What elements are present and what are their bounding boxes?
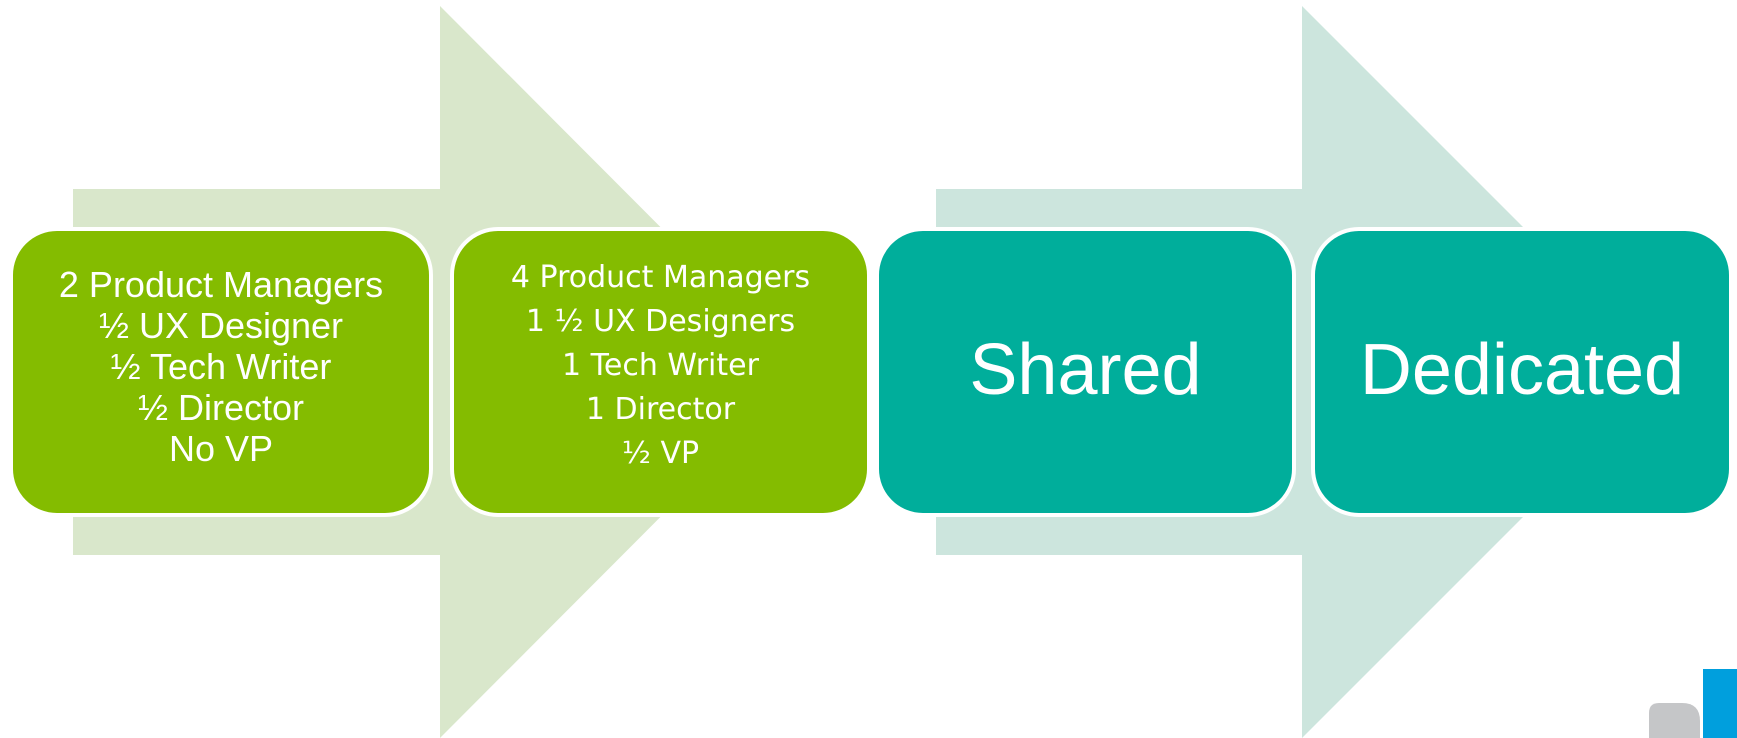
left-arrow-shape xyxy=(73,6,805,738)
stage-box-dedicated: Dedicated xyxy=(1311,227,1733,517)
stage-box-2-line-1: 4 Product Managers xyxy=(510,260,811,295)
logo-icon xyxy=(1649,669,1737,738)
stage-box-1-line-5: No VP xyxy=(168,427,274,469)
stage-box-1-line-4: ½ Director xyxy=(137,386,305,428)
stage-box-1-line-2: ½ UX Designer xyxy=(98,304,344,346)
stage-box-2-line-4: 1 Director xyxy=(585,392,736,427)
stage-box-2-line-2: 1 ½ UX Designers xyxy=(525,304,796,339)
stage-box-1-line-1: 2 Product Managers xyxy=(58,263,384,305)
stage-box-1: 2 Product Managers ½ UX Designer ½ Tech … xyxy=(9,227,433,517)
stage-box-2-text: 4 Product Managers 1 ½ UX Designers 1 Te… xyxy=(511,256,810,476)
dedicated-label: Dedicated xyxy=(1359,330,1685,410)
stage-box-shared: Shared xyxy=(875,227,1296,517)
logo-gray-shape xyxy=(1649,703,1700,738)
stage-box-1-text: 2 Product Managers ½ UX Designer ½ Tech … xyxy=(59,264,383,469)
right-arrow-shape xyxy=(936,6,1668,738)
stage-box-2-line-5: ½ VP xyxy=(621,436,700,471)
shared-label: Shared xyxy=(969,330,1202,410)
stage-box-1-line-3: ½ Tech Writer xyxy=(110,345,332,387)
stage-box-2-line-3: 1 Tech Writer xyxy=(562,348,759,383)
logo-blue-square xyxy=(1703,669,1737,738)
stage-box-2: 4 Product Managers 1 ½ UX Designers 1 Te… xyxy=(450,227,871,517)
